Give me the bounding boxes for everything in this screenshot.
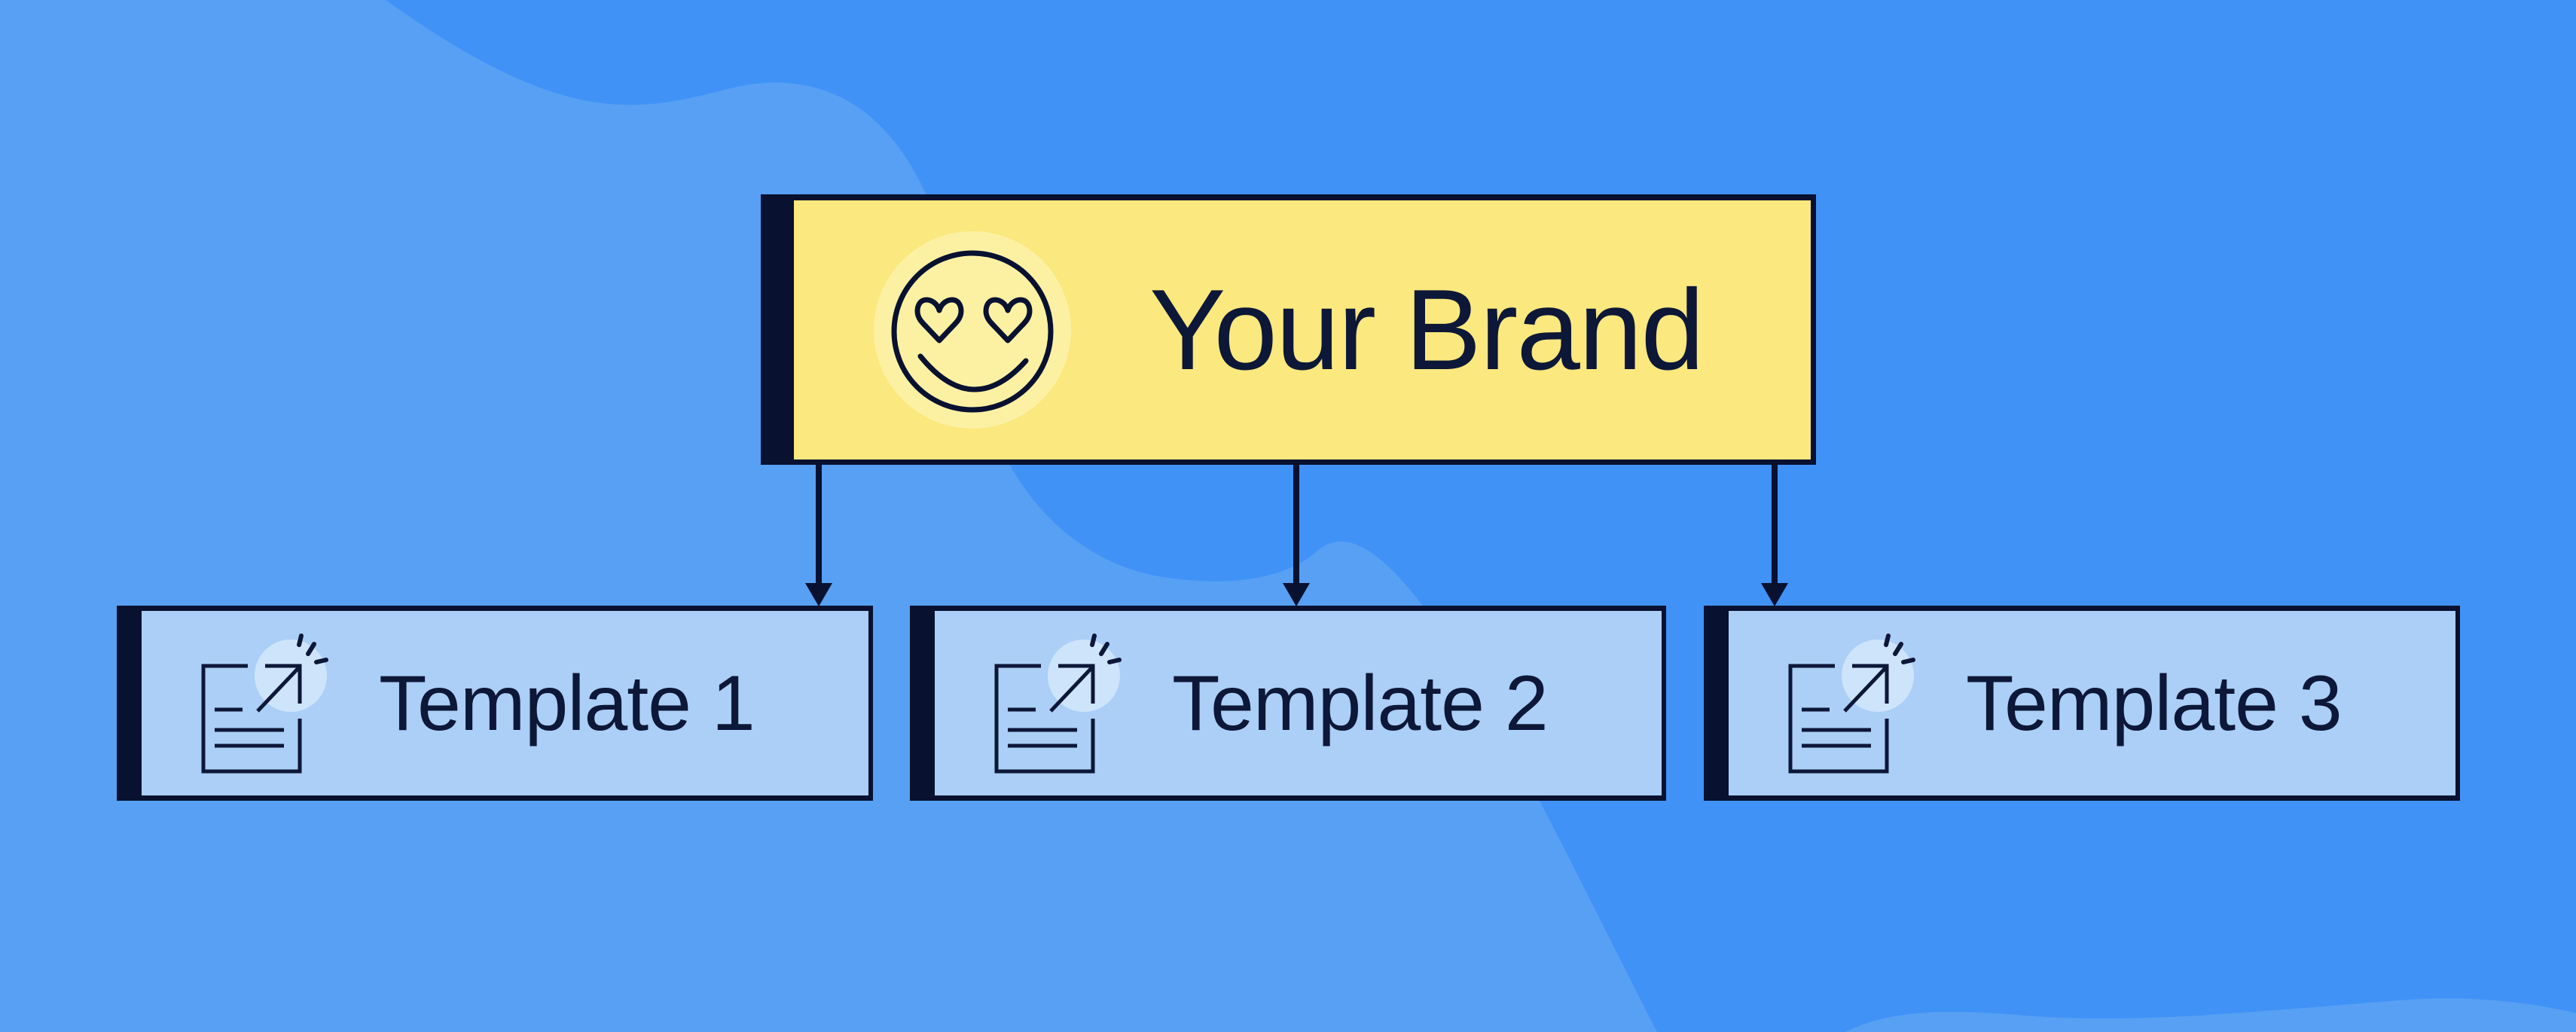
- document-arrow-icon: [994, 633, 1122, 773]
- smiley-heart-eyes-icon: [874, 231, 1071, 429]
- template-node-3: Template 3: [1704, 606, 2460, 801]
- template-node-3-body: Template 3: [1729, 611, 2455, 795]
- connector-arrow-2: [1283, 464, 1310, 606]
- template-label: Template 3: [1966, 659, 2343, 747]
- template-node-1: Template 1: [117, 606, 873, 801]
- template-node-2-body: Template 2: [935, 611, 1662, 795]
- template-node-1-body: Template 1: [142, 611, 868, 795]
- template-node-2: Template 2: [910, 606, 1666, 801]
- brand-node-body: Your Brand: [794, 200, 1811, 460]
- connector-arrow-3: [1761, 464, 1788, 606]
- template-label: Template 1: [379, 659, 755, 747]
- document-arrow-icon: [201, 633, 328, 773]
- document-arrow-icon: [1788, 633, 1915, 773]
- brand-node: Your Brand: [761, 194, 1816, 465]
- brand-label: Your Brand: [1149, 266, 1705, 394]
- template-label: Template 2: [1172, 659, 1549, 747]
- connector-arrow-1: [805, 464, 832, 606]
